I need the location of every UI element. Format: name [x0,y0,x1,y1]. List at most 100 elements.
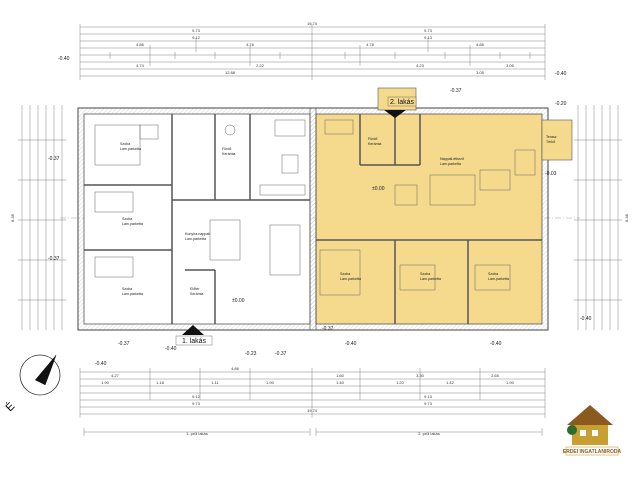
sofa-1 [269,224,301,276]
compass-letter: É [3,400,17,414]
dim-top-2b: 9.73 [424,28,433,33]
room2-label-5: Fürdő [368,137,377,141]
level-8: -0.23 [245,351,257,357]
level-4: -0.40 [555,71,567,77]
bed-2 [94,191,134,213]
level-12: ±0.00 [232,298,245,304]
entrance-2-arrow [384,110,406,118]
entrance-1: 1. lakás [175,325,213,346]
dim-bot-4d: 3.30 [416,373,425,378]
dim-bot-5d: 1.90 [266,380,275,385]
dim-bot-4b: 4.86 [231,366,240,371]
apt2-walls [316,114,542,324]
room-area-2: Lam.parketta [122,222,143,226]
level-5: -0.37 [48,156,60,162]
sofa-2 [429,174,476,206]
dim-bot-4c: 1.60 [336,373,345,378]
dim-top-6d: 3.05 [506,63,515,68]
dim-top-2a: 9.73 [192,28,201,33]
dim-bot-4e: 2.65 [491,373,500,378]
room-area-1: Lam.parketta [120,147,141,151]
bed-3 [94,256,134,278]
room2-label-1: Szoba [340,272,350,276]
room-label-6: Előtér [190,287,200,291]
dim-bot-5f: 1.20 [396,380,405,385]
dim-bot-5g: 1.42 [446,380,455,385]
level-18: -0.37 [275,351,287,357]
apt2-furniture [319,119,536,296]
left-dimension-chains [18,105,66,330]
bottom-dimension-chains [79,368,546,418]
apt1-room-labels: Szoba Lam.parketta Szoba Lam.parketta Sz… [120,142,235,296]
room2-label-3: Szoba [488,272,498,276]
dim-top-4d: 4.88 [476,42,485,47]
level-9: -0.40 [165,346,177,352]
dim-overall-bottom: 19.74 [307,408,318,413]
entrance-2: 2. lakás [384,96,417,118]
bed-6 [474,264,511,291]
dim-bot-2a: 9.73 [192,401,201,406]
logo-text: ERDEI INGATLANIRODA [563,449,622,455]
room2-area-4: Lam.parketta [440,162,461,166]
level-2: -0.37 [450,88,462,94]
dim-bot-3a: 9.12 [192,394,201,399]
bed-4 [319,249,361,296]
right-dimension-chains [574,105,622,330]
dim-top-4c: 4.78 [366,42,375,47]
room-area-3: Lam.parketta [122,292,143,296]
terrace [541,119,573,161]
level-11: -0.40 [95,361,107,367]
apartment-2 [315,113,543,325]
room-label-2: Szoba [122,217,132,221]
bracket-label-1: 1. prül lakás [186,431,208,436]
kitchen-counter-2 [514,149,536,176]
sink-1 [224,124,236,136]
dim-right-overall: 8.38 [624,213,629,222]
dim-bot-5h: 1.90 [506,380,515,385]
level-markers: -0.40 -0.37 -0.20 -0.40 -0.37 -0.37 -0.0… [48,56,592,367]
bed-5 [399,264,436,291]
table-2 [394,184,418,206]
dim-bot-5a: 1.90 [101,380,110,385]
level-14: -0.37 [322,326,334,332]
dining-table-1 [209,219,241,261]
north-arrow: É [3,354,61,414]
dim-top-7a: 12.88 [225,70,236,75]
apartment-2-label: 2. lakás [390,99,415,106]
top-dimension-chains [79,24,546,80]
apartment-brackets [83,428,543,436]
level-15: -0.40 [345,341,357,347]
entrance-1-arrow [182,325,204,335]
dim-bot-4a: 4.27 [111,373,120,378]
level-1: -0.40 [58,56,70,62]
dim-overall-top: 19.74 [307,21,318,26]
level-13: ±0.00 [372,186,385,192]
room2-label-4: Nappali-étkező [440,157,464,161]
bed-1 [94,124,141,166]
level-10: -0.37 [118,341,130,347]
dim-top-4a: 4.86 [136,42,145,47]
room2-area-1: Lam.parketta [340,277,361,281]
dim-bot-5b: 1.18 [156,380,165,385]
party-wall [309,107,317,331]
dim-bot-2b: 9.73 [424,401,433,406]
kitchen-counter-1 [259,184,306,196]
room2-area-3: Lam.parketta [488,277,509,281]
bathtub-1 [274,119,306,137]
dim-top-3b: 9.13 [424,35,433,40]
room2-area-2: Lam.parketta [420,277,441,281]
room-label-3: Szoba [122,287,132,291]
level-3: -0.20 [555,101,567,107]
room2-area-6: Térkő [546,140,555,144]
room-area-4: Lam.parketta [185,237,206,241]
dim-top-3a: 9.12 [192,35,201,40]
dim-bot-5c: 1.11 [211,380,219,385]
dim-bot-5e: 1.40 [336,380,345,385]
company-logo: ERDEI INGATLANIRODA [563,405,622,456]
level-17: -0.40 [490,341,502,347]
dim-top-7b: 3.05 [476,70,485,75]
room-label-4: Konyha-nappali [185,232,210,236]
apt1-furniture [94,119,306,278]
room-area-6: Kerámia [190,292,203,296]
